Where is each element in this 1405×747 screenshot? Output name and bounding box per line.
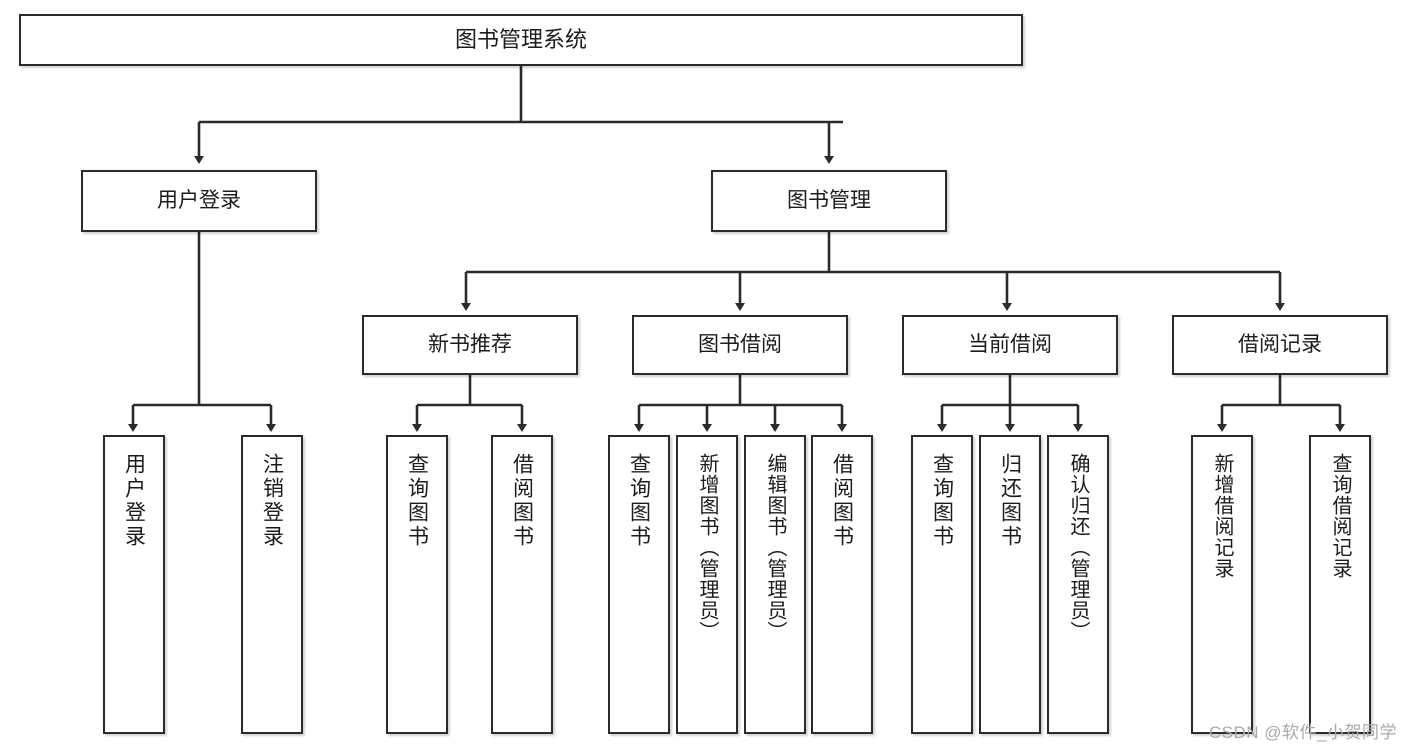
leaf-current-borrow-return[interactable]: 归还图书: [979, 435, 1041, 734]
leaf-new-book-borrow[interactable]: 借阅图书: [491, 435, 553, 734]
node-book-management[interactable]: 图书管理: [711, 170, 947, 232]
node-label: 新增借阅记录: [1211, 453, 1233, 579]
node-label: 确认归还（管理员）: [1067, 453, 1089, 642]
leaf-book-borrow-edit[interactable]: 编辑图书（管理员）: [744, 435, 806, 734]
node-borrow-record[interactable]: 借阅记录: [1172, 315, 1388, 375]
node-label: 新增图书（管理员）: [696, 453, 718, 642]
node-label: 用户登录: [122, 453, 146, 549]
node-label: 图书借阅: [698, 332, 782, 356]
leaf-book-borrow-add[interactable]: 新增图书（管理员）: [676, 435, 738, 734]
leaf-borrow-record-add[interactable]: 新增借阅记录: [1191, 435, 1253, 734]
node-label: 编辑图书（管理员）: [764, 453, 786, 642]
node-label: 注销登录: [260, 453, 284, 549]
node-root-system[interactable]: 图书管理系统: [19, 14, 1023, 66]
node-label: 用户登录: [157, 188, 241, 212]
node-label: 图书管理: [787, 188, 871, 212]
node-label: 当前借阅: [968, 332, 1052, 356]
node-label: 借阅图书: [830, 453, 854, 549]
node-label: 查询图书: [405, 453, 429, 549]
node-label: 借阅记录: [1238, 332, 1322, 356]
leaf-current-borrow-confirm-return[interactable]: 确认归还（管理员）: [1047, 435, 1109, 734]
node-label: 借阅图书: [510, 453, 534, 549]
node-user-login[interactable]: 用户登录: [81, 170, 317, 232]
node-new-book-recommend[interactable]: 新书推荐: [362, 315, 578, 375]
node-current-borrow[interactable]: 当前借阅: [902, 315, 1118, 375]
leaf-new-book-query[interactable]: 查询图书: [386, 435, 448, 734]
watermark-text: CSDN @软件_小贺同学: [1208, 723, 1397, 742]
node-label: 查询借阅记录: [1329, 453, 1351, 579]
leaf-user-login-login[interactable]: 用户登录: [103, 435, 165, 734]
leaf-book-borrow-query[interactable]: 查询图书: [608, 435, 670, 734]
leaf-borrow-record-query[interactable]: 查询借阅记录: [1309, 435, 1371, 734]
leaf-current-borrow-query[interactable]: 查询图书: [911, 435, 973, 734]
node-label: 查询图书: [930, 453, 954, 549]
leaf-user-login-logout[interactable]: 注销登录: [241, 435, 303, 734]
node-book-borrow[interactable]: 图书借阅: [632, 315, 848, 375]
node-label: 新书推荐: [428, 332, 512, 356]
node-label: 归还图书: [998, 453, 1022, 549]
leaf-book-borrow-borrow[interactable]: 借阅图书: [811, 435, 873, 734]
node-label: 图书管理系统: [454, 27, 587, 53]
node-label: 查询图书: [627, 453, 651, 549]
